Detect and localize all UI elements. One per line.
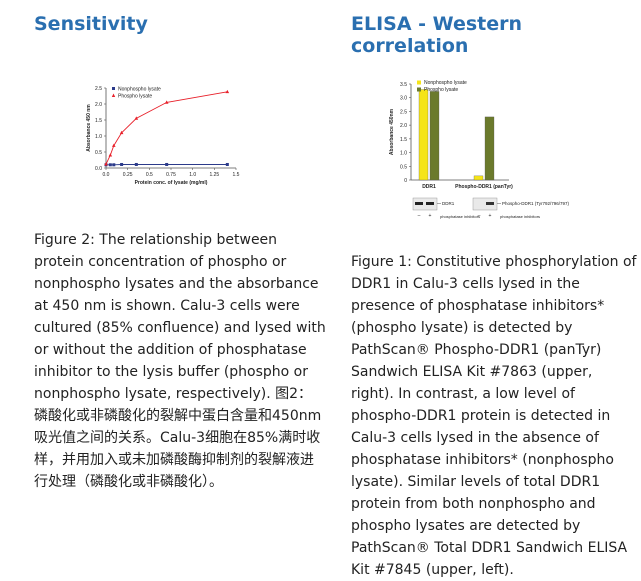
y-tick-label: 1.0	[400, 151, 407, 157]
bar	[485, 117, 494, 180]
blot-footer: phosphatase inhibitors	[440, 214, 480, 219]
bar	[430, 91, 439, 180]
elisa-heading: ELISA - Western correlation	[351, 13, 522, 57]
y-tick-label: 2.0	[95, 102, 102, 108]
x-tick-label: 0.75	[166, 172, 176, 178]
y-tick-label: 1.5	[400, 137, 407, 143]
blot-band	[486, 202, 494, 205]
x-tick-label: 1.0	[189, 172, 196, 178]
blot-lane-plus: +	[429, 213, 432, 219]
data-point-square	[112, 163, 115, 166]
figure1-caption: Figure 1: Constitutive phosphorylation o…	[351, 251, 639, 581]
elisa-heading-line1: ELISA - Western	[351, 13, 522, 35]
y-tick-label: 2.0	[400, 123, 407, 129]
data-point-square	[226, 163, 229, 166]
bar	[474, 176, 483, 180]
y-tick-label: 1.5	[95, 118, 102, 124]
x-tick-label: 0.25	[123, 172, 133, 178]
data-point-square	[109, 163, 112, 166]
x-tick-label: 0.5	[146, 172, 153, 178]
y-tick-label: 1.0	[95, 134, 102, 140]
figure2-caption: Figure 2: The relationship between prote…	[34, 229, 326, 493]
legend-marker	[417, 88, 421, 92]
y-tick-label: 2.5	[400, 109, 407, 115]
y-axis-label: Absorbance 450nm	[389, 108, 395, 155]
blot-lane-plus: +	[489, 213, 492, 219]
x-tick-label: 0.0	[103, 172, 110, 178]
legend-label: Nonphospho lysate	[118, 87, 161, 93]
data-point-square	[135, 163, 138, 166]
blot-lane-minus: –	[418, 213, 421, 219]
blot-label: Phospho-DDR1 (Tyr792/796/797)	[502, 201, 570, 206]
x-axis-label: Protein conc. of lysate (mg/ml)	[135, 180, 208, 186]
x-tick-label: 1.5	[233, 172, 240, 178]
legend-label: Phospho lysate	[118, 94, 152, 100]
sensitivity-heading: Sensitivity	[34, 13, 148, 35]
legend-marker	[417, 81, 421, 85]
blot-lane-minus: –	[478, 213, 481, 219]
blot-band	[426, 202, 434, 205]
bar	[419, 89, 428, 180]
y-tick-label: 0.0	[95, 166, 102, 172]
blot-label: DDR1	[442, 201, 455, 206]
blot-band	[415, 202, 423, 205]
x-tick-label: 1.25	[209, 172, 219, 178]
category-label: DDR1	[422, 184, 436, 190]
y-tick-label: 0.5	[400, 164, 407, 170]
y-tick-label: 3.0	[400, 96, 407, 102]
data-point-square	[165, 163, 168, 166]
blot-footer: phosphatase inhibitors	[500, 214, 540, 219]
y-tick-label: 3.5	[400, 82, 407, 88]
legend-marker	[112, 94, 115, 98]
data-point-square	[120, 163, 123, 166]
data-point-triangle	[226, 90, 230, 93]
legend-label: Nonphospho lysate	[424, 80, 467, 86]
y-tick-label: 0.5	[95, 150, 102, 156]
legend-marker	[112, 87, 115, 90]
y-tick-label: 2.5	[95, 86, 102, 92]
elisa-heading-line2: correlation	[351, 35, 468, 57]
data-point-triangle	[109, 153, 113, 156]
sensitivity-line-chart: 0.0 0.5 1.0 1.5 2.0 2.5 0.0 0.25 0.5 0.75 1.0 1.25 1…	[84, 78, 254, 203]
legend-label: Phospho lysate	[424, 87, 458, 93]
y-tick-label: 0	[404, 178, 407, 184]
y-axis-label: Absorbance 450 nm	[86, 104, 92, 152]
category-label: Phospho-DDR1 (panTyr)	[455, 184, 513, 190]
